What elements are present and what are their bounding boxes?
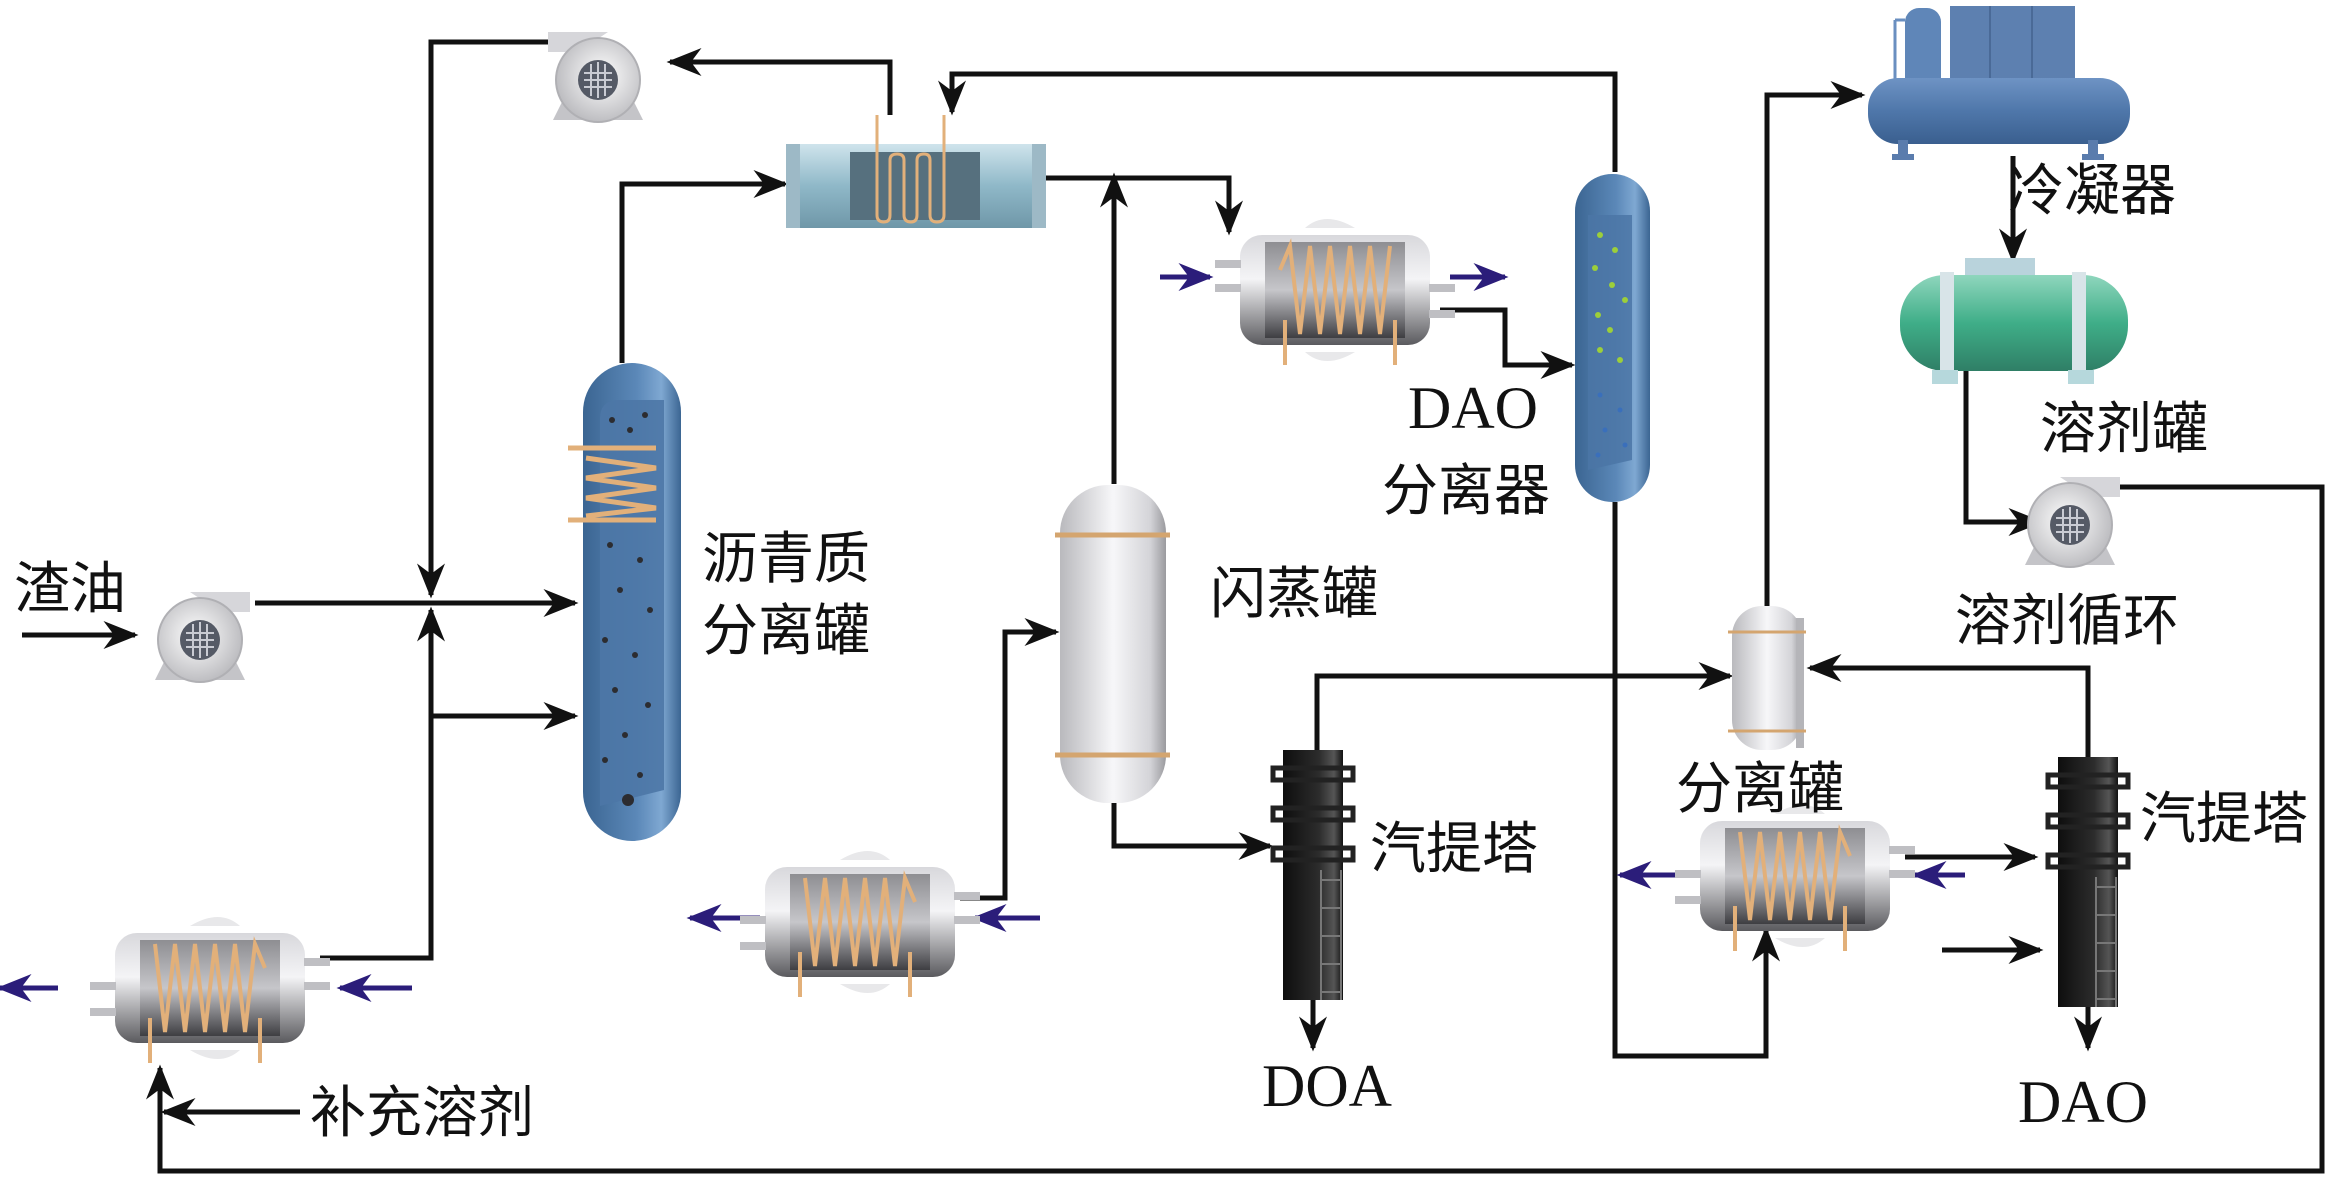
mid-heater[interactable] [738,849,982,999]
flash-to-stripper-pipe [1111,802,1274,860]
residue-oil-label: 渣油 [14,557,126,622]
solvent-return-pipe [146,484,2325,1174]
stripper-right-label: 汽提塔 [2140,787,2308,852]
stripper-right[interactable] [2048,757,2128,1007]
flash-tank-label: 闪蒸罐 [1210,562,1378,627]
stripper-to-separator-tank-pipe [1314,662,1734,752]
solvent-circulation-label: 溶剂循环 [1955,589,2179,654]
stripper-left-label: 汽提塔 [1370,817,1538,882]
separator-to-exchanger-pipe [619,170,789,363]
dao-separator[interactable] [1575,174,1650,502]
dao-separator-label-line2: 分离器 [1382,459,1550,524]
heater-to-dao-pipe [1440,307,1576,379]
right-heater[interactable] [1673,803,1917,953]
stripper-left[interactable] [1273,750,1353,1000]
solvent-circulation-pump[interactable] [2024,476,2121,568]
u-tube-heat-exchanger[interactable] [786,115,1046,228]
heater-to-flash-pipe [960,618,1060,901]
exchanger-to-pump-pipe [666,48,893,115]
doa-product-label: DOA [1262,1053,1392,1119]
asphaltene-separator-label-line1: 沥青质 [702,527,870,592]
top-right-heater[interactable] [1213,217,1457,367]
makeup-up-pipe [320,606,445,961]
dao-product-label: DAO [2018,1069,2148,1135]
solvent-tank[interactable] [1900,258,2128,384]
separator-tank-label: 分离罐 [1676,757,1844,822]
solvent-tank-label: 溶剂罐 [2040,397,2208,462]
dao-bottom-to-heater-pipe [1612,502,1780,1059]
condenser-label: 冷凝器 [2008,159,2176,224]
dao-separator-label-line1: DAO [1408,375,1538,441]
recycle-down-pipe [417,39,550,599]
asphaltene-separator[interactable] [568,363,681,841]
recycle-pump[interactable] [547,31,644,123]
separator-to-condenser-pipe [1764,81,1866,606]
stripper-right-to-separator-pipe [1806,654,2091,757]
feed-pump[interactable] [154,591,251,683]
makeup-solvent-label: 补充溶剂 [310,1081,534,1146]
utility-arrows [0,263,1965,1002]
separator-tank[interactable] [1728,606,1806,750]
asphaltene-separator-label-line2: 分离罐 [702,599,870,664]
exchanger-to-heater-pipe [1040,175,1243,236]
tank-to-pump-pipe [1963,362,2044,536]
condenser[interactable] [1868,6,2130,160]
dao-to-exchanger-pipe [938,71,1618,172]
pipes [22,39,2325,1174]
flash-tank[interactable] [1055,485,1170,803]
bottom-left-heater[interactable] [88,915,332,1065]
